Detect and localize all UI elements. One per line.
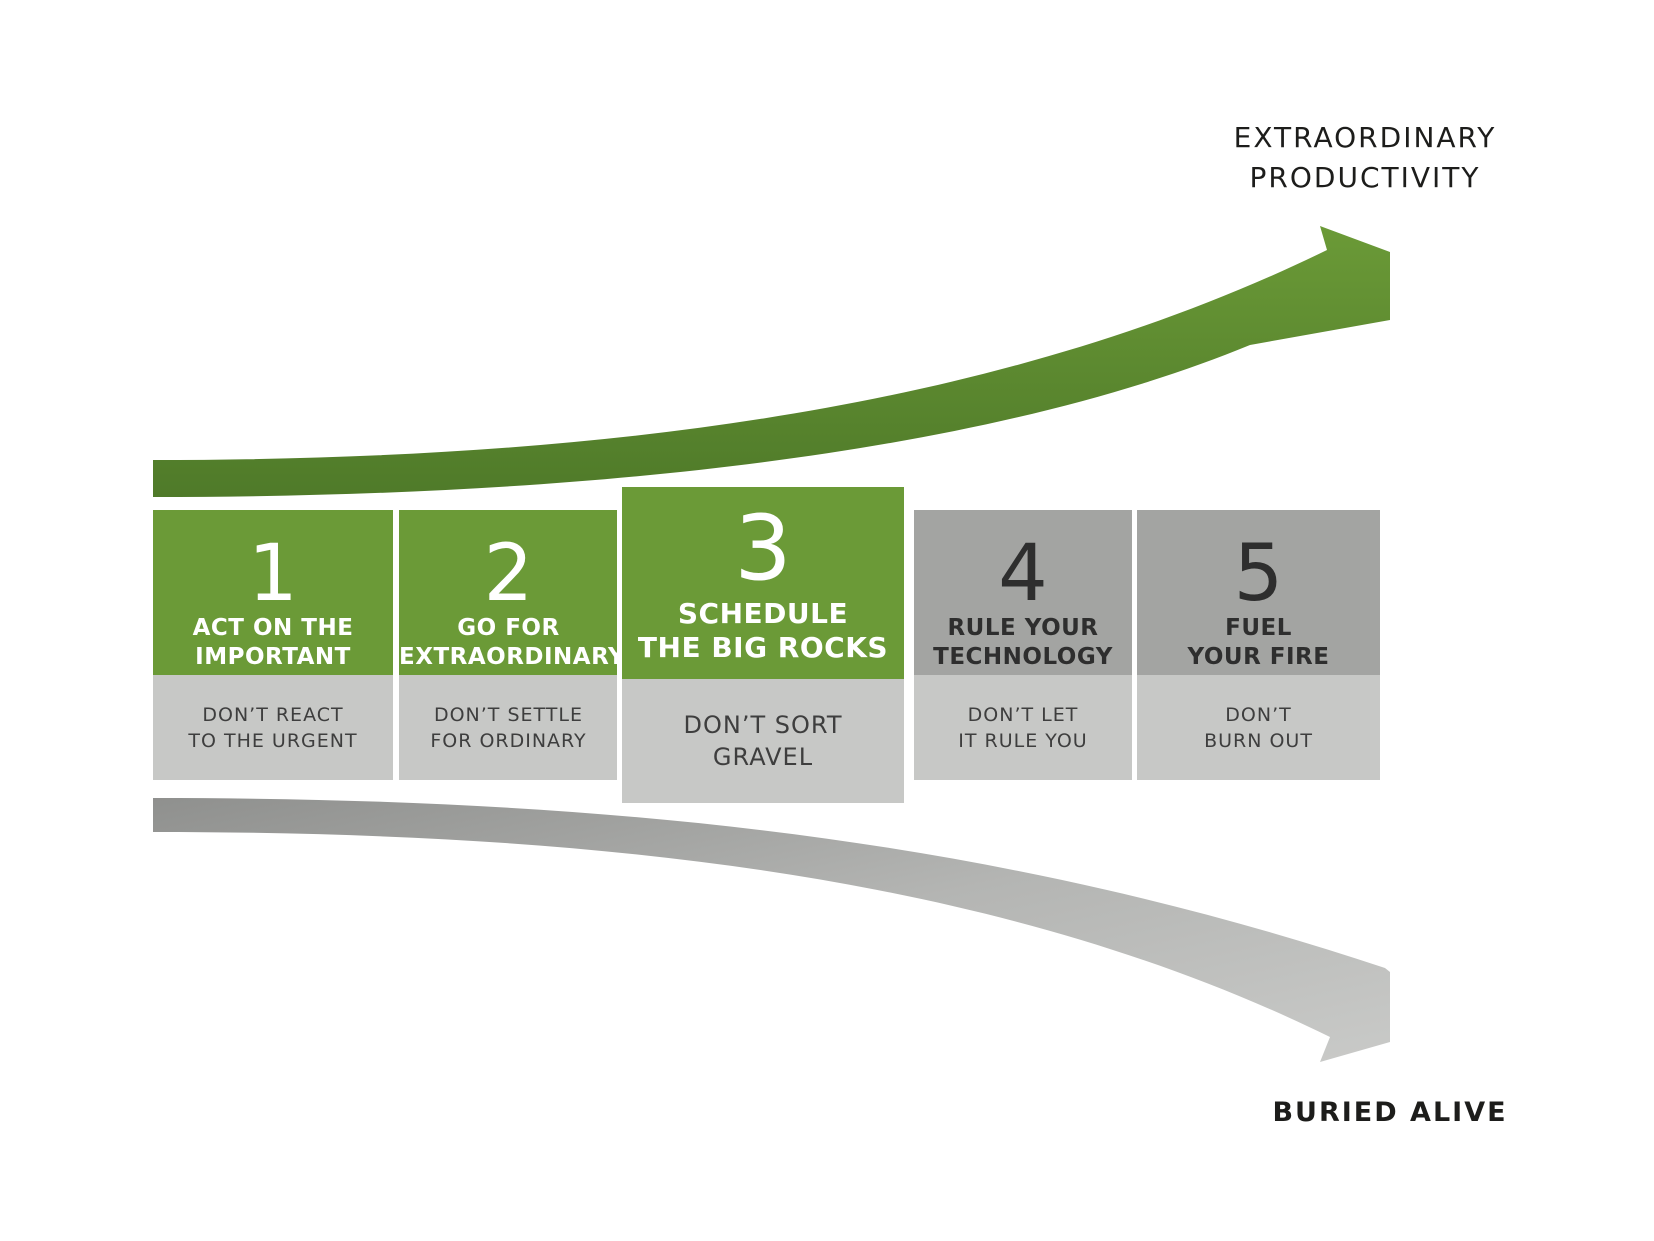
step-card-5: 5 FUEL YOUR FIRE DON’T BURN OUT bbox=[1137, 510, 1380, 780]
step-title: SCHEDULE THE BIG ROCKS bbox=[637, 597, 889, 664]
step-subtitle: DON’T REACT TO THE URGENT bbox=[153, 675, 393, 780]
step-title: GO FOR EXTRAORDINARY bbox=[399, 615, 618, 670]
step-header: 1 ACT ON THE IMPORTANT bbox=[153, 510, 393, 675]
step-header: 5 FUEL YOUR FIRE bbox=[1137, 510, 1380, 675]
step-number: 5 bbox=[1233, 529, 1284, 619]
buried-alive-arrow bbox=[153, 798, 1390, 1062]
extraordinary-productivity-label: EXTRAORDINARY PRODUCTIVITY bbox=[1233, 121, 1497, 194]
step-title: RULE YOUR TECHNOLOGY bbox=[933, 615, 1113, 670]
step-header: 2 GO FOR EXTRAORDINARY bbox=[399, 510, 618, 675]
step-subtitle: DON’T SETTLE FOR ORDINARY bbox=[399, 675, 618, 780]
step-card-1: 1 ACT ON THE IMPORTANT DON’T REACT TO TH… bbox=[153, 510, 393, 780]
productivity-arrow bbox=[153, 226, 1390, 497]
step-header: 3 SCHEDULE THE BIG ROCKS bbox=[622, 487, 904, 684]
step-card-3: 3 SCHEDULE THE BIG ROCKS DON’T SORT GRAV… bbox=[617, 482, 909, 808]
step-subtitle: DON’T LET IT RULE YOU bbox=[914, 675, 1132, 780]
step-title: ACT ON THE IMPORTANT bbox=[192, 615, 354, 670]
step-subtitle: DON’T BURN OUT bbox=[1137, 675, 1380, 780]
step-number: 3 bbox=[734, 496, 792, 601]
step-number: 4 bbox=[998, 529, 1048, 619]
step-number: 2 bbox=[483, 529, 534, 619]
step-subtitle: DON’T SORT GRAVEL bbox=[622, 679, 904, 803]
step-card-4: 4 RULE YOUR TECHNOLOGY DON’T LET IT RULE… bbox=[914, 510, 1132, 780]
step-number: 1 bbox=[248, 529, 298, 619]
step-header: 4 RULE YOUR TECHNOLOGY bbox=[914, 510, 1132, 675]
buried-alive-label: BURIED ALIVE bbox=[1272, 1097, 1508, 1128]
step-card-2: 2 GO FOR EXTRAORDINARY DON’T SETTLE FOR … bbox=[399, 510, 618, 780]
step-title: FUEL YOUR FIRE bbox=[1187, 615, 1330, 670]
